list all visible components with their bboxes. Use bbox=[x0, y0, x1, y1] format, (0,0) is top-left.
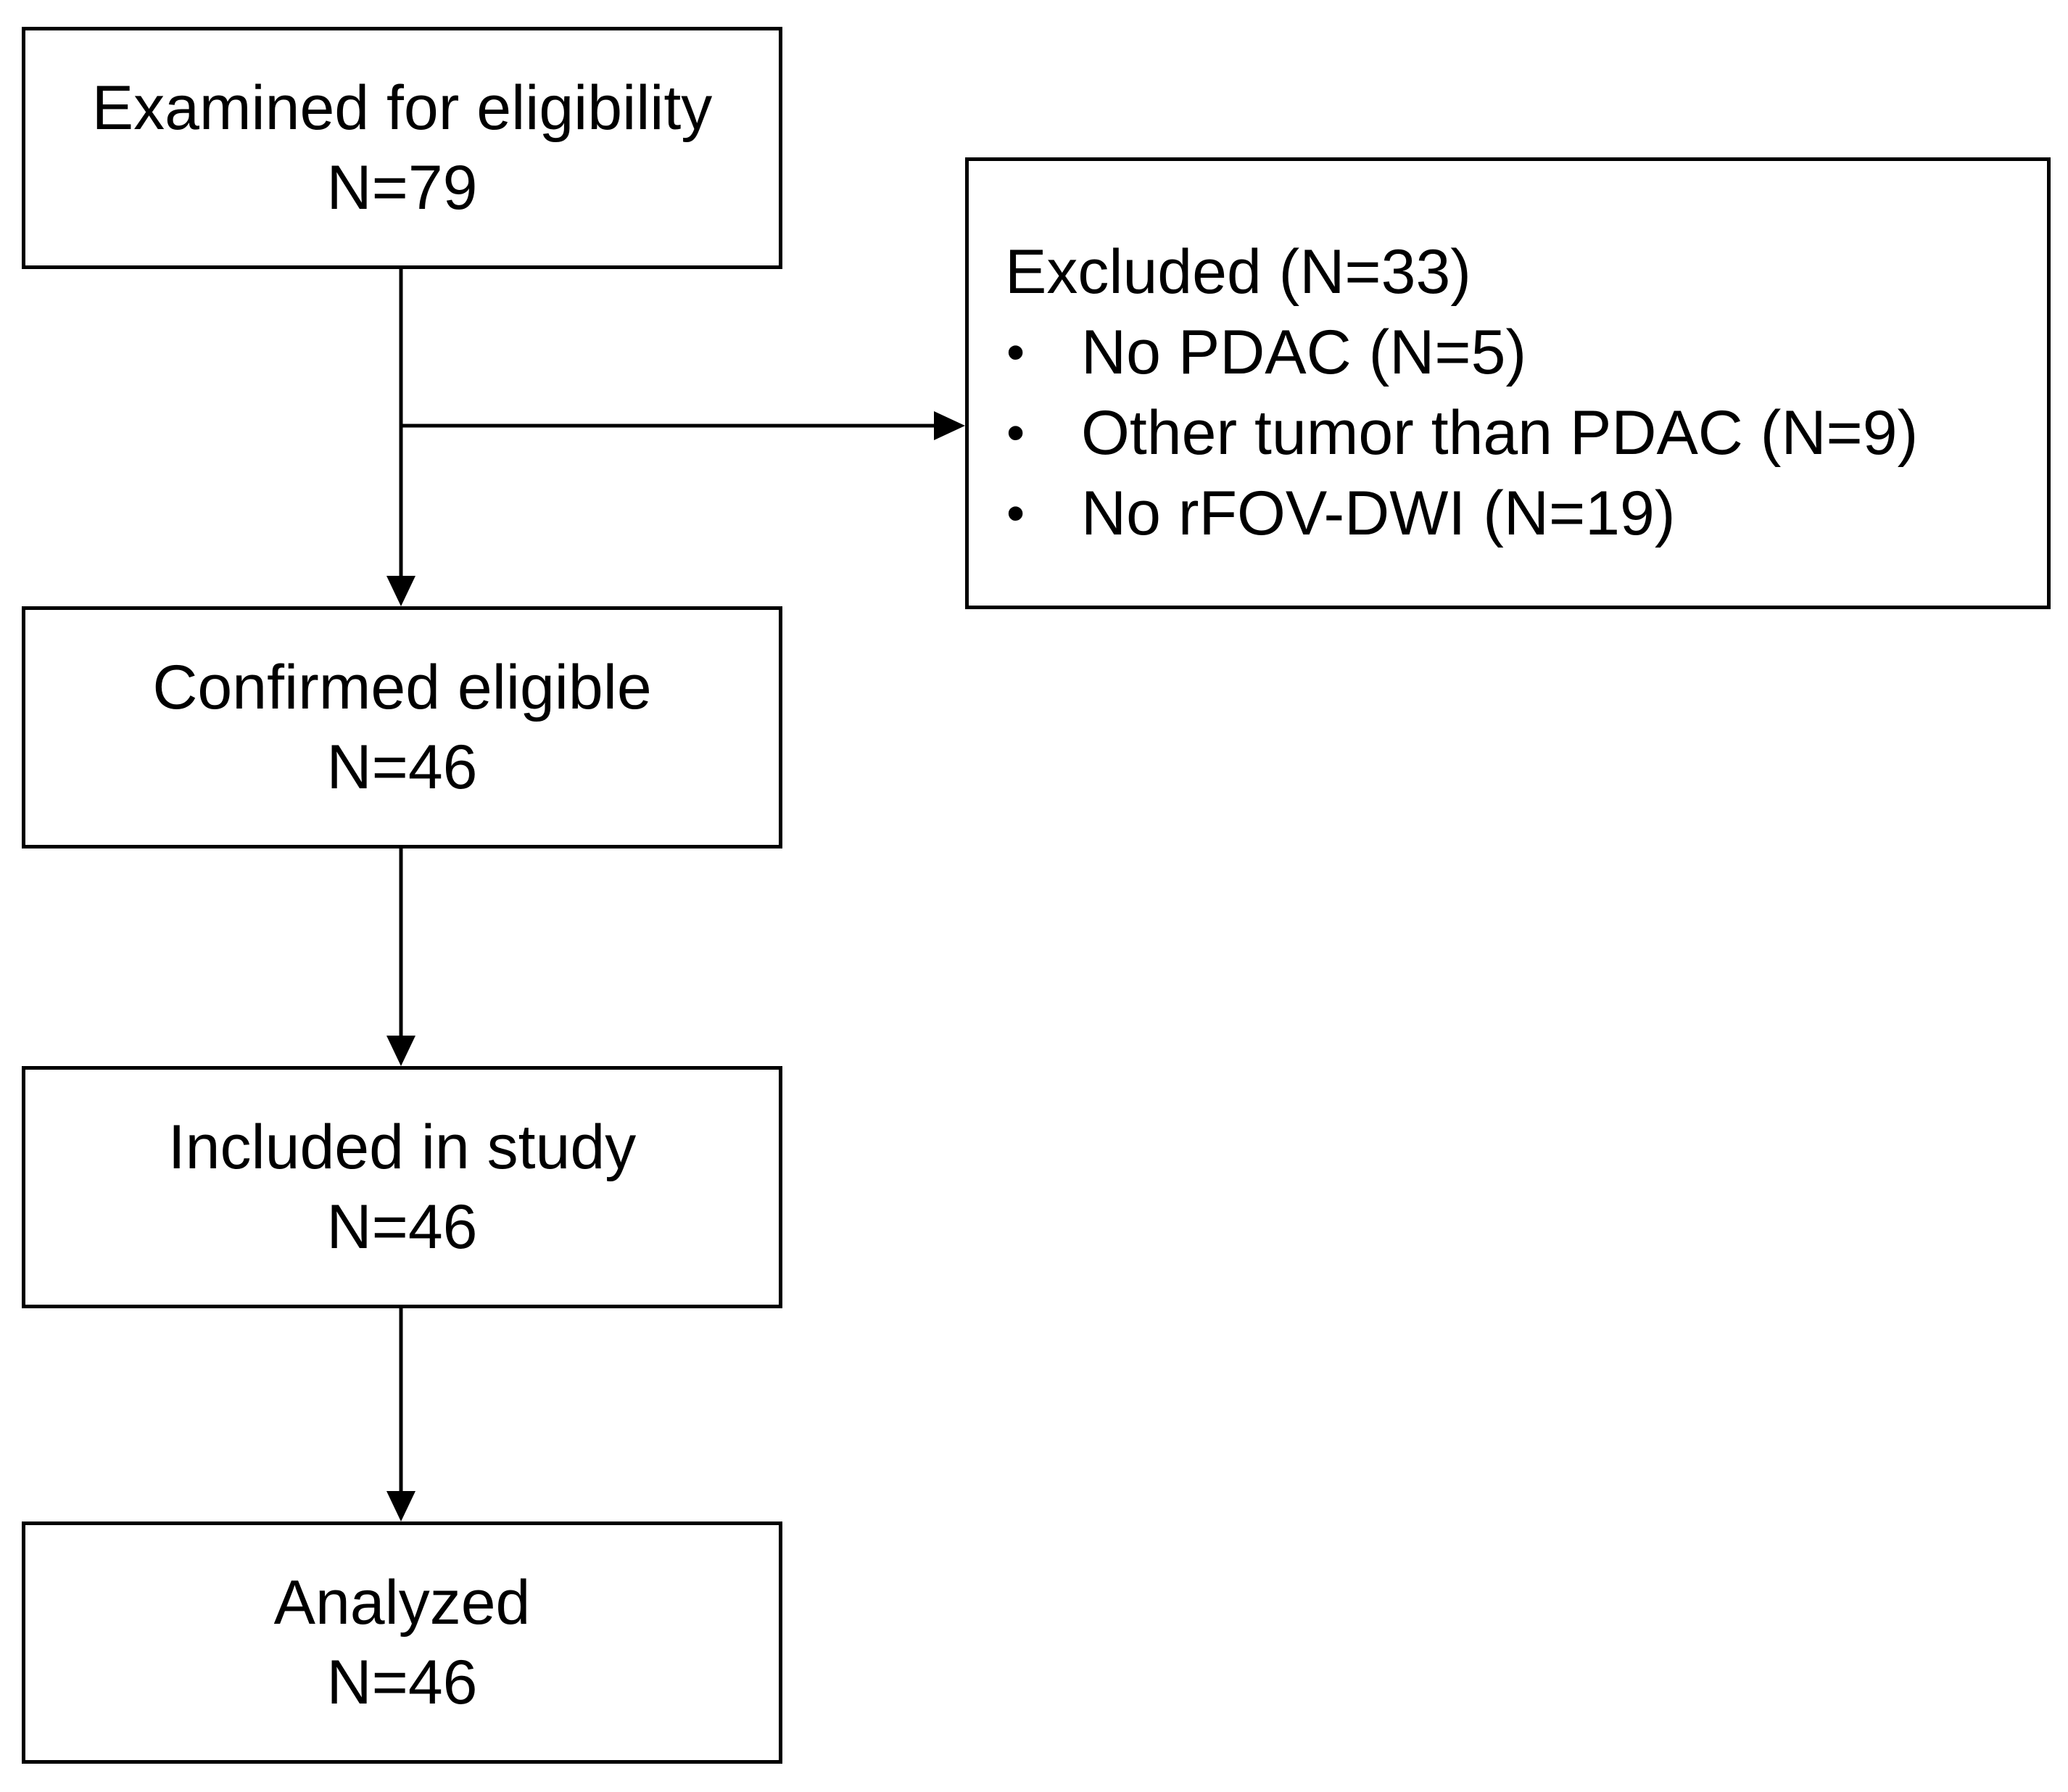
analyzed-box: Analyzed N=46 bbox=[22, 1521, 782, 1764]
excluded-reasons-list: No PDAC (N=5) Other tumor than PDAC (N=9… bbox=[1005, 313, 2047, 554]
included-count: N=46 bbox=[326, 1192, 478, 1262]
examined-count: N=79 bbox=[326, 153, 478, 223]
arrowhead-to-analyzed bbox=[386, 1491, 415, 1521]
arrowhead-to-included bbox=[386, 1036, 415, 1066]
excluded-reason-no-pdac: No PDAC (N=5) bbox=[1005, 313, 2047, 393]
included-label: Included in study bbox=[167, 1112, 637, 1182]
arrowhead-to-excluded bbox=[934, 411, 965, 440]
analyzed-label: Analyzed bbox=[273, 1568, 531, 1638]
confirmed-label: Confirmed eligible bbox=[152, 653, 652, 722]
analyzed-count: N=46 bbox=[326, 1648, 478, 1717]
confirmed-count: N=46 bbox=[326, 732, 478, 802]
arrowhead-to-confirmed bbox=[386, 576, 415, 606]
excluded-box: Excluded (N=33) No PDAC (N=5) Other tumo… bbox=[965, 157, 2051, 609]
included-in-study-box: Included in study N=46 bbox=[22, 1066, 782, 1308]
confirmed-eligible-box: Confirmed eligible N=46 bbox=[22, 606, 782, 848]
excluded-title: Excluded (N=33) bbox=[1005, 237, 1471, 307]
examined-label: Examined for eligibility bbox=[91, 73, 713, 143]
excluded-reason-other-tumor: Other tumor than PDAC (N=9) bbox=[1005, 393, 2047, 474]
excluded-reason-no-rfov-dwi: No rFOV-DWI (N=19) bbox=[1005, 474, 2047, 554]
examined-box: Examined for eligibility N=79 bbox=[22, 27, 782, 269]
